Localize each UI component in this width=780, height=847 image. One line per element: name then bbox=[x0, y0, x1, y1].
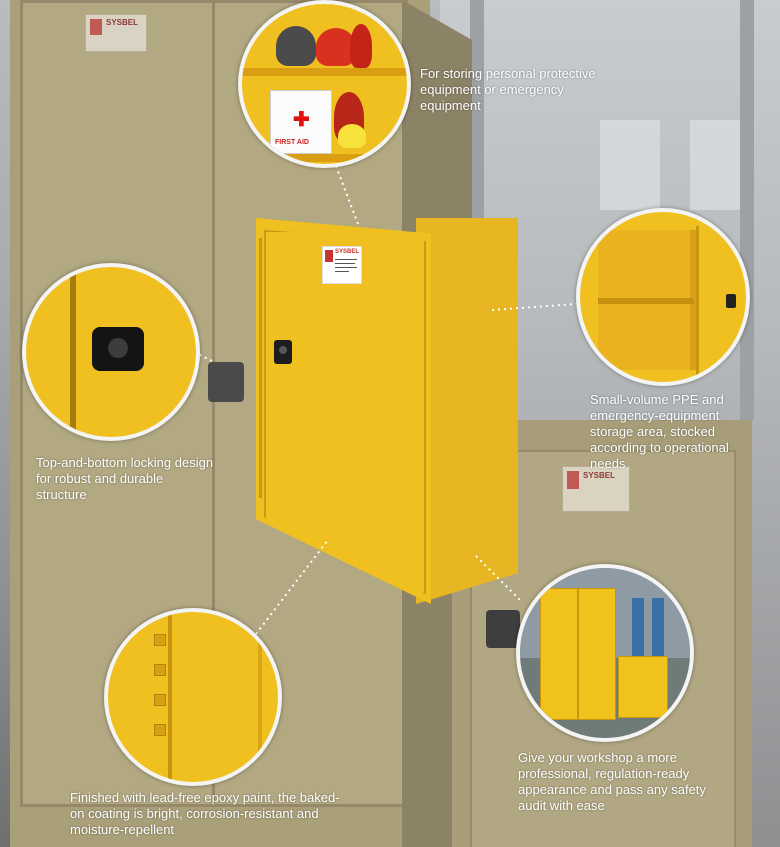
shelf bbox=[242, 68, 407, 76]
safety-helmet-icon bbox=[316, 28, 356, 66]
first-aid-label: FIRST AID bbox=[275, 139, 309, 146]
brand-logo-icon bbox=[90, 19, 102, 35]
medical-cross-icon: ✚ bbox=[293, 109, 310, 131]
brand-logo-icon bbox=[567, 471, 579, 489]
workshop-rack bbox=[632, 598, 644, 658]
caption-coating: Finished with lead-free epoxy paint, the… bbox=[70, 790, 340, 837]
main-yellow-cabinet bbox=[256, 218, 518, 604]
lock-handle-icon bbox=[208, 362, 244, 402]
cabinet-hinge bbox=[259, 238, 262, 498]
detail-circle-coating bbox=[104, 608, 282, 786]
lock-handle-icon bbox=[92, 327, 144, 371]
adjustable-shelf bbox=[598, 298, 694, 304]
caption-storage-area: Small-volume PPE and emergency-equipment… bbox=[590, 392, 729, 471]
label-line bbox=[335, 271, 349, 272]
detail-circle-lock bbox=[22, 263, 200, 441]
shelf-slot bbox=[154, 724, 166, 736]
brand-logo-icon bbox=[325, 250, 333, 262]
label-line bbox=[335, 259, 357, 260]
safety-label: SYSBEL bbox=[85, 14, 147, 52]
cabinet-side bbox=[416, 218, 518, 604]
background-window bbox=[600, 120, 660, 210]
brand-name: SYSBEL bbox=[106, 18, 139, 27]
label-line bbox=[335, 267, 357, 268]
lock-icon bbox=[726, 294, 736, 308]
brand-name: SYSBEL bbox=[335, 249, 360, 255]
label-line bbox=[335, 263, 355, 264]
ppe-item-icon bbox=[350, 24, 372, 68]
caption-workshop: Give your workshop a more professional, … bbox=[518, 750, 706, 813]
first-aid-kit: ✚ FIRST AID bbox=[270, 90, 332, 154]
detail-circle-workshop bbox=[516, 564, 694, 742]
panel-edge bbox=[258, 642, 262, 752]
respirator-mask-icon bbox=[276, 26, 316, 66]
caption-ppe-storage: For storing personal protective equipmen… bbox=[420, 66, 596, 113]
detail-circle-shelf bbox=[576, 208, 750, 386]
caption-locking-design: Top-and-bottom locking design for robust… bbox=[36, 455, 214, 502]
small-cabinet bbox=[618, 656, 668, 718]
panel-seam bbox=[168, 612, 172, 782]
safety-label: SYSBEL bbox=[562, 466, 630, 512]
shelf bbox=[242, 154, 407, 162]
brand-name: SYSBEL bbox=[583, 471, 616, 480]
workshop-rack bbox=[652, 598, 664, 658]
shelf-slot bbox=[154, 634, 166, 646]
detail-circle-ppe-storage: ✚ FIRST AID bbox=[238, 0, 411, 168]
door-gap bbox=[70, 267, 76, 437]
cabinet-door-outline bbox=[264, 230, 426, 594]
cabinet-lock-icon bbox=[274, 340, 292, 364]
shelf-slot bbox=[154, 694, 166, 706]
lock-handle-icon bbox=[486, 610, 520, 648]
hard-hat-icon bbox=[338, 124, 366, 148]
safety-label: SYSBEL bbox=[322, 246, 362, 284]
tall-cabinet bbox=[540, 588, 616, 720]
shelf-slot bbox=[154, 664, 166, 676]
